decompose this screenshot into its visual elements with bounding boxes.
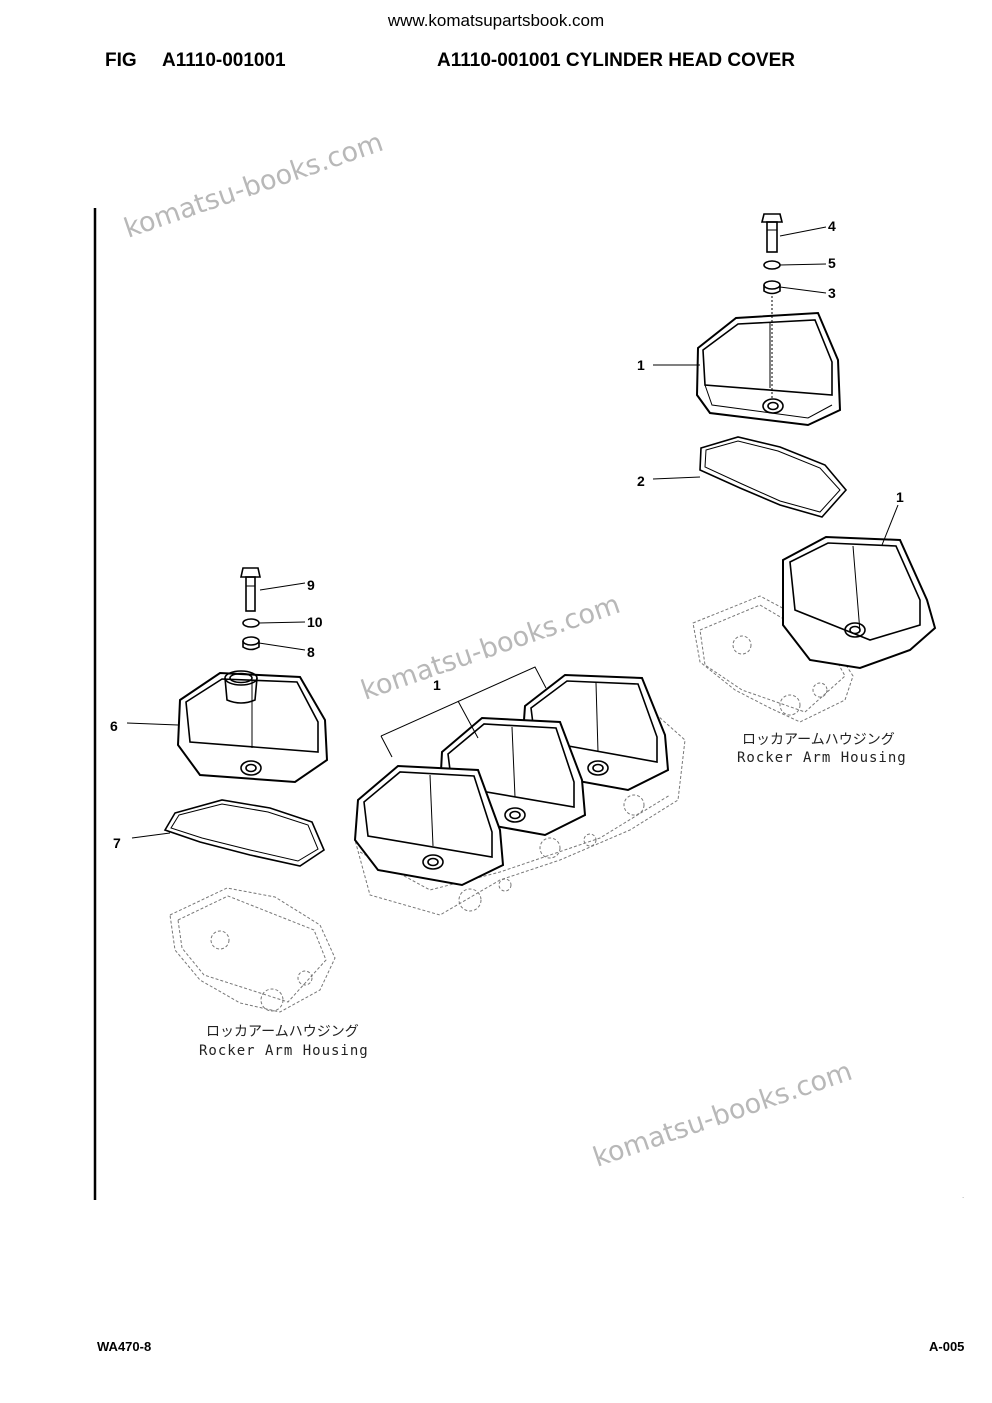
stray-dot: . — [962, 1191, 964, 1200]
callout-1: 1 — [637, 357, 645, 373]
callout-8: 8 — [307, 644, 315, 660]
callout-4: 4 — [828, 218, 836, 234]
callout-10: 10 — [307, 614, 323, 630]
fig-number: A1110-001001 — [162, 50, 286, 71]
spacer-part — [242, 636, 260, 651]
callout-1: 1 — [896, 489, 904, 505]
watermark: komatsu-books.com — [589, 1056, 856, 1174]
cylinder-head-cover-part — [695, 311, 842, 427]
gasket-part — [699, 436, 848, 518]
washer-part — [242, 618, 260, 628]
housing-label-japanese: ロッカアームハウジング — [206, 1024, 359, 1040]
housing-label-english: Rocker Arm Housing — [199, 1043, 369, 1059]
fig-label: FIG — [105, 50, 137, 71]
callout-1: 1 — [433, 677, 441, 693]
watermark: komatsu-books.com — [120, 127, 387, 245]
washer-part — [763, 260, 781, 270]
callout-7: 7 — [113, 835, 121, 851]
fig-title: A1110-001001 CYLINDER HEAD COVER — [437, 50, 795, 71]
housing-label-japanese: ロッカアームハウジング — [742, 732, 895, 748]
rocker-arm-housing-part — [692, 595, 854, 723]
bolt-part — [240, 567, 261, 612]
callout-2: 2 — [637, 473, 645, 489]
rocker-arm-housing-part — [169, 887, 336, 1013]
spacer-part — [763, 280, 781, 295]
callout-5: 5 — [828, 255, 836, 271]
footer-model: WA470-8 — [97, 1339, 152, 1354]
gasket-part — [163, 799, 325, 867]
callout-3: 3 — [828, 285, 836, 301]
cylinder-head-assembly — [353, 673, 686, 916]
group-bracket — [380, 666, 547, 737]
callout-6: 6 — [110, 718, 118, 734]
callout-9: 9 — [307, 577, 315, 593]
footer-page-number: A-005 — [929, 1339, 965, 1354]
cylinder-head-cover-part — [782, 535, 937, 670]
site-url[interactable]: www.komatsupartsbook.com — [387, 11, 605, 30]
cylinder-head-cover-part — [176, 670, 329, 784]
housing-label-english: Rocker Arm Housing — [737, 750, 907, 766]
bolt-part — [760, 213, 784, 253]
